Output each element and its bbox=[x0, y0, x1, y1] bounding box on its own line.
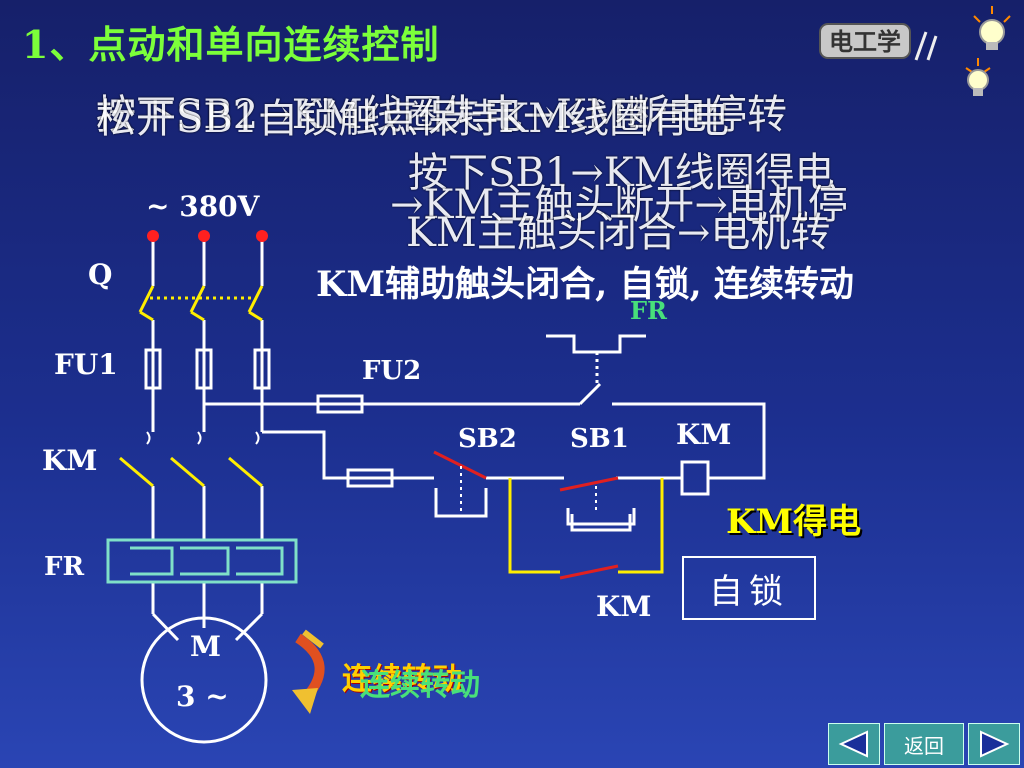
fuse-fu2-label: FU2 bbox=[362, 356, 422, 386]
overlay-line-2: 松开SB1自锁触点保持KM线圈有电 bbox=[96, 96, 730, 142]
back-button[interactable]: 返回 bbox=[884, 723, 964, 765]
back-button-label: 返回 bbox=[904, 733, 944, 758]
coil-km-label: KM bbox=[676, 418, 732, 451]
self-lock-box: 自锁 bbox=[682, 556, 816, 620]
overlay-line-1: 按下SB2→KM线圈失电→KM断电停转 bbox=[96, 92, 787, 138]
continuous-rotation-shadow: 连续转动 bbox=[342, 662, 462, 697]
previous-arrow-icon bbox=[838, 730, 868, 758]
switch-q-label: Q bbox=[88, 258, 113, 291]
prev-slide-button[interactable] bbox=[828, 723, 880, 765]
logo: 电工学 bbox=[818, 14, 943, 68]
aux-contact-km-label: KM bbox=[596, 590, 652, 623]
km-energized-text: KM得电 bbox=[726, 502, 862, 542]
status-line: KM辅助触头闭合, 自锁, 连续转动 bbox=[316, 264, 854, 305]
contactor-km-main-label: KM bbox=[42, 444, 98, 477]
motor-m-label: M bbox=[190, 630, 221, 663]
next-slide-button[interactable] bbox=[968, 723, 1020, 765]
overlay-line-5: KM主触头闭合→电机转 bbox=[406, 210, 831, 256]
overlay-line-3: 按下SB1→KM线圈得电 bbox=[408, 150, 835, 196]
stop-button-sb2-label: SB2 bbox=[458, 424, 517, 454]
start-button-sb1-label: SB1 bbox=[570, 424, 629, 454]
next-arrow-icon bbox=[980, 730, 1010, 758]
light-bulb-icon bbox=[964, 4, 1020, 100]
slide-title: 1、点动和单向连续控制 bbox=[22, 22, 440, 67]
relay-fr-main-label: FR bbox=[44, 552, 85, 582]
relay-fr-control-label: FR bbox=[630, 296, 667, 325]
voltage-label: ~ 380V bbox=[146, 190, 260, 223]
overlay-line-4: →KM主触头断开→电机停 bbox=[390, 182, 848, 228]
fuse-fu1-label: FU1 bbox=[54, 348, 118, 381]
logo-text: 电工学 bbox=[829, 28, 901, 56]
motor-phase-label: 3 ~ bbox=[176, 680, 229, 713]
continuous-rotation-text: 连续转动 bbox=[360, 668, 480, 703]
